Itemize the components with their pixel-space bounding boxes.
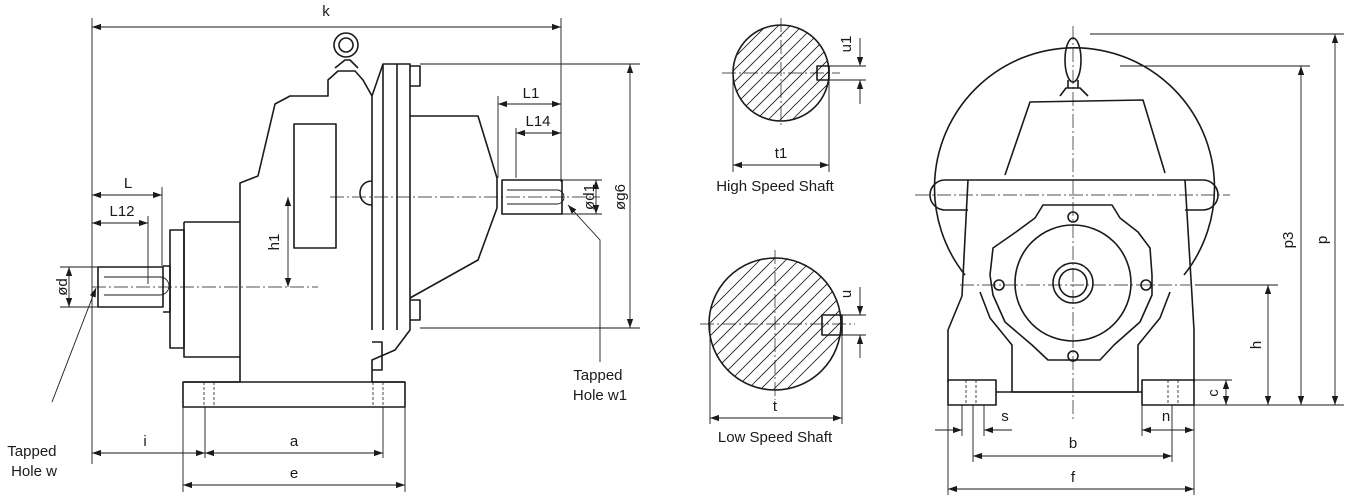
label-n: n	[1162, 408, 1170, 425]
high-speed-shaft-section: u1 t1 High Speed Shaft	[716, 18, 866, 195]
label-og6: øg6	[612, 184, 629, 210]
label-p: p	[1314, 236, 1331, 244]
label-L1: L1	[523, 85, 540, 102]
label-b: b	[1069, 435, 1077, 452]
label-L: L	[124, 175, 132, 192]
label-L12: L12	[109, 203, 134, 220]
tapped-hole-w-line1: Tapped	[7, 443, 56, 460]
low-speed-shaft-hatch	[709, 258, 841, 390]
label-h: h	[1248, 341, 1265, 349]
label-t1: t1	[775, 145, 788, 162]
label-od1: ød1	[581, 184, 598, 210]
label-L14: L14	[525, 113, 550, 130]
label-h1: h1	[266, 234, 283, 251]
tapped-hole-w1-line1: Tapped	[573, 367, 622, 384]
label-tapped-hole-w1: Tapped Hole w1	[573, 367, 627, 404]
label-f: f	[1071, 469, 1076, 486]
label-c: c	[1205, 389, 1222, 397]
label-high-speed-shaft: High Speed Shaft	[716, 178, 834, 195]
label-s: s	[1001, 408, 1009, 425]
label-u: u	[838, 290, 855, 298]
label-k: k	[322, 3, 330, 20]
low-speed-shaft-section: u t Low Speed Shaft	[700, 250, 866, 446]
label-t: t	[773, 398, 778, 415]
label-low-speed-shaft: Low Speed Shaft	[718, 429, 833, 446]
label-i: i	[143, 433, 146, 450]
tapped-hole-w-line2: Hole w	[11, 463, 57, 480]
label-e: e	[290, 465, 298, 482]
side-view-housing	[184, 63, 411, 383]
label-od: ød	[54, 278, 71, 296]
label-p3: p3	[1280, 232, 1297, 249]
tapped-hole-w1-line2: Hole w1	[573, 387, 627, 404]
label-u1: u1	[838, 36, 855, 53]
label-tapped-hole-w: Tapped Hole w	[7, 443, 60, 480]
high-speed-shaft-hatch	[733, 25, 829, 121]
front-view-housing	[1004, 99, 1166, 176]
side-view: k L L12 L1 L14 ød ød1 øg6 h1 i a e Tappe…	[7, 3, 640, 492]
front-view: p3 p h c s n b f	[915, 26, 1344, 495]
label-a: a	[290, 433, 299, 450]
